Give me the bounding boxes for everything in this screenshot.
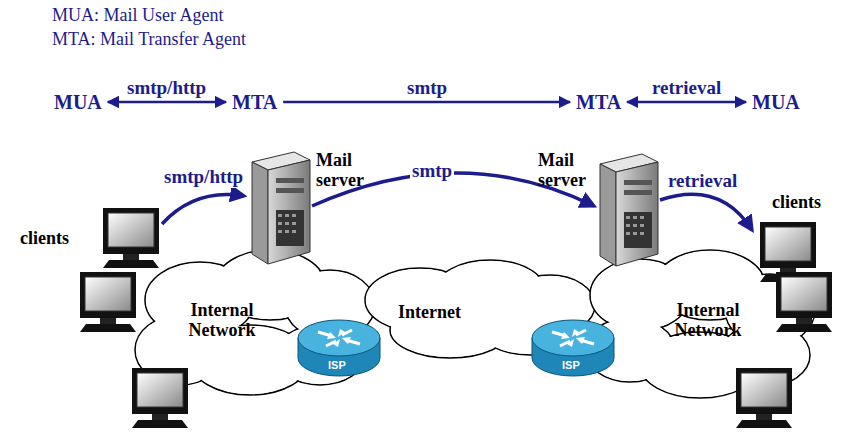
protocol-arrow (627, 101, 746, 104)
diagram-label: Mail server (538, 150, 600, 190)
diagram-label: Internal Network (648, 300, 768, 340)
diagram-label: Internet (398, 302, 461, 322)
agent-node: MTA (230, 90, 279, 114)
agent-node: MUA (750, 90, 802, 114)
agent-node: MUA (52, 90, 104, 114)
agent-name: MUA (54, 90, 102, 114)
client-computer (132, 368, 188, 428)
diagram-label: retrieval (666, 170, 739, 192)
agent-name: MTA (232, 90, 277, 114)
protocol-label: smtp (405, 77, 449, 99)
router-left (298, 320, 380, 376)
router-label: ISP (328, 359, 346, 371)
mail-server-left (252, 152, 310, 264)
agent-node: MTA (574, 90, 623, 114)
router-label: ISP (562, 359, 580, 371)
protocol-label: retrieval (650, 77, 723, 99)
protocol-label: smtp/http (125, 77, 208, 99)
diagram-label: smtp/http (162, 166, 245, 188)
diagram-label: Mail server (316, 150, 378, 190)
client-computer (736, 368, 792, 428)
diagram-label: clients (772, 192, 821, 212)
router-right (532, 320, 614, 376)
abbreviation-note: MTA: Mail Transfer Agent (52, 28, 246, 50)
diagram-label: Internal Network (162, 300, 282, 340)
mail-server-right (600, 154, 658, 266)
agent-name: MUA (752, 90, 800, 114)
client-computer (776, 272, 832, 332)
protocol-arrow (283, 101, 570, 104)
protocol-arrow (108, 101, 226, 104)
diagram-label: clients (20, 228, 69, 248)
client-computer (103, 208, 159, 268)
flow-arrows (162, 173, 752, 230)
abbreviation-note: MUA: Mail User Agent (52, 4, 223, 26)
agent-name: MTA (576, 90, 621, 114)
diagram-label: smtp (410, 160, 454, 182)
client-computer (80, 272, 136, 332)
